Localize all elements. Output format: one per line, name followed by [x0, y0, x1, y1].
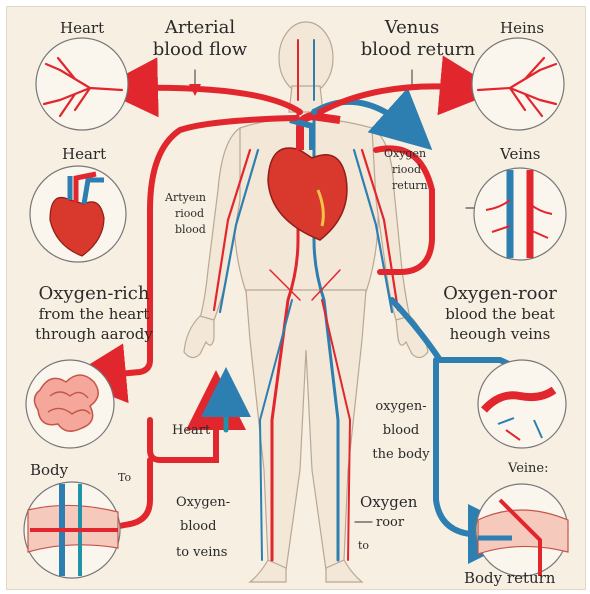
intestine-circle	[26, 360, 114, 448]
label-lower-heart: Heart	[172, 424, 210, 438]
label-body-return: Body return	[464, 570, 555, 586]
label-oxygen-roor-line3: to	[358, 540, 369, 552]
vein-circle-right	[474, 168, 566, 260]
label-poor-line3: heough veins	[420, 326, 580, 342]
label-body-center-line1: oxygen-	[356, 400, 446, 414]
label-top-right-heins: Heins	[500, 20, 544, 36]
label-mid-left-heart: Heart	[62, 146, 106, 162]
title-arterial-line2: blood flow	[140, 40, 260, 59]
tissue-circle-right	[476, 484, 568, 576]
label-oxygen-return-line2: riood	[392, 164, 421, 176]
label-rich-line2: from the heart	[14, 306, 174, 322]
label-blood-veins-line1: Oxygen-	[176, 496, 230, 510]
label-rich-line3: through aarody	[14, 326, 174, 342]
label-body-left: Body	[30, 462, 68, 478]
label-blood-veins-line3: to veins	[176, 546, 227, 560]
heart-circle-left	[30, 166, 126, 262]
title-venus-line1: Venus	[362, 18, 462, 37]
label-mid-right-veins: Veins	[500, 146, 541, 162]
capillary-tree-circle-top-left	[36, 38, 128, 130]
title-arterial-line1: Arterial	[150, 18, 250, 37]
label-oxygen-roor-line1: Oxygen	[360, 494, 417, 510]
label-oxygen-return-line3: return	[392, 180, 428, 192]
label-arteryen-line2: riood	[175, 208, 204, 220]
label-body-center-line3: the body	[356, 448, 446, 462]
label-lower-right-veins: Veine:	[508, 462, 549, 476]
vessel-circle-lower-right	[478, 360, 566, 448]
label-body-center-line2: blood	[356, 424, 446, 438]
label-rich-line1: Oxygen-rich	[14, 284, 174, 303]
label-oxygen-roor-line2: roor	[376, 516, 404, 530]
tissue-circle-left	[24, 482, 120, 578]
label-oxygen-return-line1: Oxygen	[384, 148, 426, 160]
label-top-left-heart: Heart	[60, 20, 104, 36]
label-arteryen-line1: Artyeın	[165, 192, 206, 204]
label-poor-line1: Oxygen-roor	[420, 284, 580, 303]
label-blood-veins-line2: blood	[180, 520, 216, 534]
label-tiny-left: To	[118, 472, 131, 484]
label-poor-line2: blood the beat	[420, 306, 580, 322]
capillary-tree-circle-top-right	[472, 38, 564, 130]
title-venus-line2: blood return	[356, 40, 480, 59]
label-arteryen-line3: blood	[175, 224, 206, 236]
